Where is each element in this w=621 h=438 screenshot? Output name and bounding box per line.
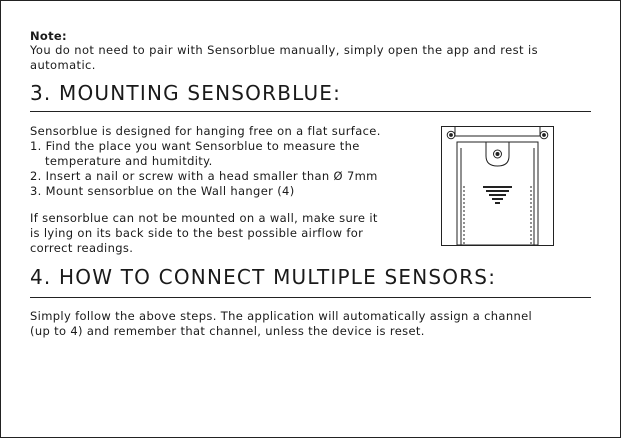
section-3-note-line-3: correct readings. bbox=[30, 241, 134, 255]
section-4-line-1: Simply follow the above steps. The appli… bbox=[30, 309, 533, 323]
section-3-divider bbox=[30, 111, 591, 112]
section-3-instructions: Sensorblue is designed for hanging free … bbox=[30, 124, 381, 199]
screw-hole-right-icon bbox=[539, 130, 549, 140]
screw-hole-left-icon bbox=[446, 130, 456, 140]
section-3-heading: 3. MOUNTING SENSORBLUE: bbox=[30, 81, 342, 105]
section-4-text: Simply follow the above steps. The appli… bbox=[30, 309, 532, 339]
note-body: You do not need to pair with Sensorblue … bbox=[30, 43, 538, 72]
wall-hanger-illustration bbox=[441, 126, 554, 246]
section-3-intro: Sensorblue is designed for hanging free … bbox=[30, 124, 381, 138]
section-4-line-2: (up to 4) and remember that channel, unl… bbox=[30, 324, 425, 338]
step-2: 2. Insert a nail or screw with a head sm… bbox=[30, 169, 378, 183]
note-title: Note: bbox=[30, 29, 67, 43]
step-1-line-1: 1. Find the place you want Sensorblue to… bbox=[30, 139, 360, 153]
step-3: 3. Mount sensorblue on the Wall hanger (… bbox=[30, 184, 295, 198]
sensor-body bbox=[456, 141, 539, 246]
keyhole-slot-icon bbox=[485, 142, 510, 167]
section-4-divider bbox=[30, 297, 591, 298]
section-3-note-line-1: If sensorblue can not be mounted on a wa… bbox=[30, 211, 378, 225]
section-3-note-line-2: is lying on its back side to the best po… bbox=[30, 226, 364, 240]
section-4-heading: 4. HOW TO CONNECT MULTIPLE SENSORS: bbox=[30, 265, 497, 289]
hanger-top-bracket bbox=[454, 127, 541, 137]
airflow-vent-icon bbox=[483, 186, 512, 204]
section-3-note: If sensorblue can not be mounted on a wa… bbox=[30, 211, 378, 256]
step-1-line-2: temperature and humitdity. bbox=[45, 154, 213, 168]
